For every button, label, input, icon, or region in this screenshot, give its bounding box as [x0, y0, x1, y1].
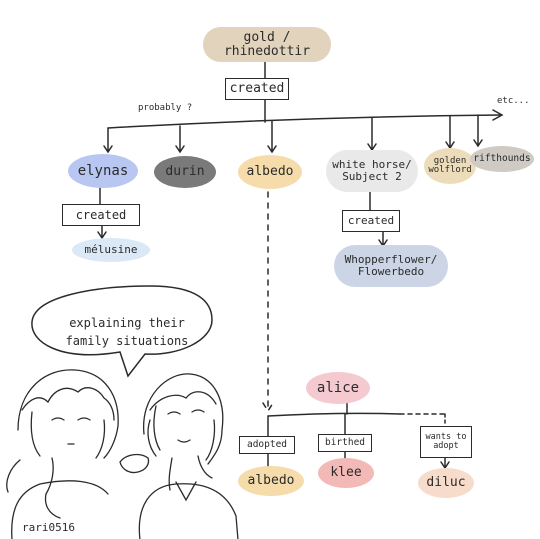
label-created-white: created: [342, 210, 400, 232]
node-whopperflower-label: Whopperflower/ Flowerbedo: [344, 253, 438, 278]
node-rifthounds-label: rifthounds: [473, 153, 531, 165]
label-adopted-text: adopted: [246, 439, 288, 451]
label-created-elynas-text: created: [75, 207, 127, 222]
character-left-illustration: [6, 369, 119, 539]
node-melusine-label: mélusine: [84, 243, 138, 257]
node-white-horse: white horse/ Subject 2: [326, 150, 418, 192]
node-gold-rhinedottir: gold / rhinedottir: [203, 27, 331, 62]
node-melusine: mélusine: [72, 238, 150, 262]
label-probably: probably ?: [138, 103, 192, 113]
artist-signature-text: rari0516: [22, 521, 75, 534]
drop-white-horse: [367, 117, 377, 152]
node-alice-label: alice: [316, 379, 360, 396]
label-created-elynas: created: [62, 204, 140, 226]
label-created-top-text: created: [229, 81, 285, 97]
label-created-top: created: [225, 78, 289, 100]
drop-durin: [175, 125, 185, 154]
branch-arrowhead-etc: [492, 109, 504, 121]
node-durin-label: durin: [165, 164, 205, 180]
node-klee-label: klee: [330, 465, 362, 481]
label-created-white-text: created: [347, 214, 395, 228]
label-wants-to-adopt-text: wants to adopt: [425, 432, 467, 451]
label-wants-to-adopt: wants to adopt: [420, 426, 472, 458]
node-albedo-bottom-label: albedo: [247, 473, 295, 489]
drop-elynas: [103, 127, 113, 154]
dashed-albedo-down: [262, 191, 274, 413]
drop-albedo: [267, 120, 277, 154]
label-adopted: adopted: [239, 436, 295, 454]
node-elynas: elynas: [68, 154, 138, 188]
node-rifthounds: rifthounds: [470, 146, 534, 172]
node-durin: durin: [154, 156, 216, 188]
node-albedo-top: albedo: [238, 155, 302, 189]
node-alice: alice: [306, 372, 370, 404]
node-gold-label: gold / rhinedottir: [223, 29, 311, 59]
speech-bubble-label: explaining their family situations: [65, 316, 189, 348]
line-wants-diluc: [440, 457, 450, 470]
drop-golden-wolflord: [445, 115, 455, 150]
character-right-illustration: [119, 373, 239, 539]
node-diluc-label: diluc: [426, 475, 466, 491]
speech-bubble-text: explaining their family situations: [52, 298, 202, 350]
node-albedo-top-label: albedo: [246, 164, 294, 180]
node-golden-wolflord: golden wolflord: [424, 148, 476, 184]
label-birthed-text: birthed: [324, 437, 366, 449]
node-whopperflower: Whopperflower/ Flowerbedo: [334, 245, 448, 287]
node-diluc: diluc: [418, 468, 474, 498]
line-created-whopper: [378, 231, 388, 248]
drop-rifthounds: [473, 114, 483, 148]
speech-bubble: [31, 285, 213, 378]
label-etc: etc...: [497, 96, 530, 106]
branch-line-alice: [267, 412, 401, 417]
label-etc-text: etc...: [497, 96, 530, 106]
branch-line-main: [107, 114, 501, 129]
node-golden-wolflord-label: golden wolflord: [428, 155, 472, 175]
node-elynas-label: elynas: [77, 162, 129, 179]
label-birthed: birthed: [318, 434, 372, 452]
node-klee: klee: [318, 458, 374, 488]
label-probably-text: probably ?: [138, 103, 193, 113]
line-created-melusine: [97, 225, 107, 240]
artist-signature: rari0516: [22, 521, 75, 534]
node-albedo-bottom: albedo: [238, 466, 304, 496]
node-white-horse-label: white horse/ Subject 2: [332, 158, 412, 183]
